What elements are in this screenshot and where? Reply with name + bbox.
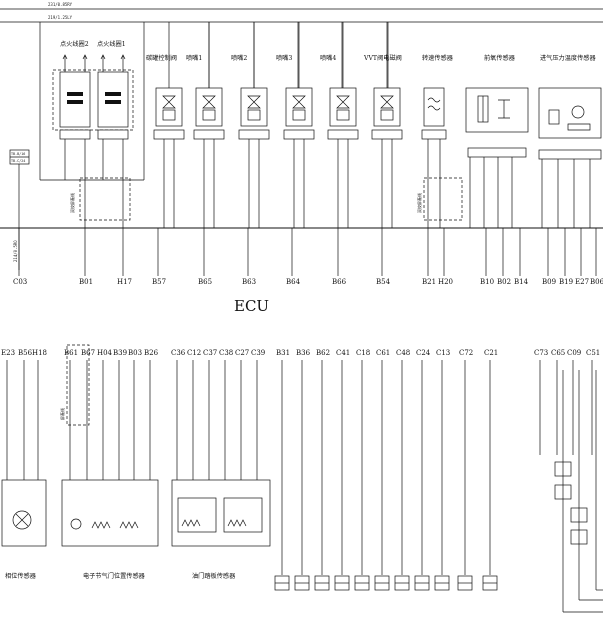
bus-label-1: 231/0.85RY <box>48 2 73 7</box>
top-pin-B66: B66 <box>332 278 347 286</box>
bottom-pin-C12: C12 <box>187 349 201 357</box>
bottom-pin-C21: C21 <box>484 349 498 357</box>
top-pin-B06: B06 <box>590 278 603 286</box>
ignition-coils: 点火线圈2 点火线圈1 双绞屏蔽线 <box>52 40 134 228</box>
valves: 碳罐控制阀 喷嘴1 喷嘴2 喷嘴3 喷嘴4 VVT阀电磁阀 <box>146 22 591 228</box>
top-pin-H20: H20 <box>438 278 453 286</box>
left-conn-a: TB-B/16 <box>11 152 25 156</box>
shield-label-1: 双绞屏蔽线 <box>69 193 75 213</box>
shield-label-2: 双绞屏蔽线 <box>416 193 422 213</box>
right-connectors <box>554 370 603 613</box>
top-pin-B14: B14 <box>514 278 529 286</box>
coil1-box <box>97 71 129 128</box>
coil2-label: 点火线圈2 <box>60 40 89 48</box>
bottom-pin-C38: C38 <box>219 349 233 357</box>
cam-sensor: 相位传感器 <box>1 479 47 580</box>
top-pin-B09: B09 <box>542 278 556 286</box>
top-pin-B10: B10 <box>480 278 494 286</box>
top-pin-E27: E27 <box>575 278 589 286</box>
bottom-pin-B61: B61 <box>64 349 78 357</box>
bottom-pin-C65: C65 <box>551 349 565 357</box>
pedal-sensor: 油门踏板传感器 <box>171 479 271 580</box>
bottom-pin-C41: C41 <box>336 349 350 357</box>
left-wire: 214/0.5RO <box>13 240 18 262</box>
bottom-pin-B03: B03 <box>128 349 142 357</box>
top-pin-B01: B01 <box>79 278 93 286</box>
bottom-pin-H04: H04 <box>97 349 113 357</box>
top-pin-B54: B54 <box>376 278 391 286</box>
top-pin-B02: B02 <box>497 278 511 286</box>
top-pin-B63: B63 <box>242 278 256 286</box>
map-label: 进气压力温度传感器 <box>540 54 596 62</box>
bottom-pin-H18: H18 <box>32 349 47 357</box>
speed-label: 转速传感器 <box>422 54 454 62</box>
bottom-pin-C18: C18 <box>356 349 370 357</box>
o2-sensor: 前氧传感器 <box>465 54 529 158</box>
inj2-label: 喷嘴2 <box>231 54 247 62</box>
bottom-pin-C48: C48 <box>396 349 410 357</box>
bottom-pin-C24: C24 <box>416 349 431 357</box>
throttle-sensor: 屏蔽线 电子节气门位置传感器 <box>59 344 159 580</box>
bottom-pin-C73: C73 <box>534 349 548 357</box>
bottom-pin-B62: B62 <box>316 349 330 357</box>
bottom-pin-C27: C27 <box>235 349 249 357</box>
inj4-label: 喷嘴4 <box>320 54 336 62</box>
bottom-pin-C13: C13 <box>436 349 450 357</box>
bottom-pin-E23: E23 <box>1 349 15 357</box>
bottom-pin-C09: C09 <box>567 349 581 357</box>
top-pin-B19: B19 <box>559 278 573 286</box>
vvt-label: VVT阀电磁阀 <box>363 54 402 62</box>
coil1-label: 点火线圈1 <box>97 40 126 48</box>
canister-label: 碳罐控制阀 <box>146 54 177 62</box>
top-pin-B57: B57 <box>152 278 166 286</box>
pedal-label: 油门踏板传感器 <box>192 572 236 580</box>
o2-label: 前氧传感器 <box>484 54 516 62</box>
bottom-pin-C61: C61 <box>376 349 390 357</box>
bottom-pin-C36: C36 <box>171 349 186 357</box>
speed-sensor: 转速传感器 双绞屏蔽线 <box>416 54 463 228</box>
throttle-label: 电子节气门位置传感器 <box>83 572 146 580</box>
vvt-box <box>373 87 401 127</box>
bottom-pin-B67: B67 <box>81 349 95 357</box>
left-connector: TB-B/16 TB-C/24 214/0.5RO <box>9 149 30 270</box>
top-pin-B65: B65 <box>198 278 212 286</box>
top-pin-B21: B21 <box>422 278 436 286</box>
ecu-label: ECU <box>234 297 269 315</box>
bus-label-2: 219/1.25LY <box>48 15 73 20</box>
map-sensor: 进气压力温度传感器 <box>538 54 602 160</box>
left-conn-b: TB-C/24 <box>11 159 25 163</box>
bottom-pin-C51: C51 <box>586 349 600 357</box>
top-pin-H17: H17 <box>117 278 132 286</box>
bottom-pin-B36: B36 <box>296 349 311 357</box>
cam-label: 相位传感器 <box>5 572 37 580</box>
bottom-pin-C39: C39 <box>251 349 265 357</box>
shield-label-3: 屏蔽线 <box>59 408 65 420</box>
bottom-pin-B31: B31 <box>276 349 290 357</box>
bottom-pin-B39: B39 <box>113 349 127 357</box>
bottom-pin-C37: C37 <box>203 349 217 357</box>
bottom-pin-B26: B26 <box>144 349 159 357</box>
top-bus: 231/0.85RY 219/1.25LY <box>0 2 603 23</box>
bottom-pin-B56: B56 <box>18 349 33 357</box>
inj1-label: 喷嘴1 <box>186 54 202 62</box>
inj3-label: 喷嘴3 <box>276 54 292 62</box>
top-pin-C03: C03 <box>13 278 27 286</box>
bottom-pin-C72: C72 <box>459 349 473 357</box>
top-pin-B64: B64 <box>286 278 301 286</box>
coil2-box <box>59 71 91 128</box>
